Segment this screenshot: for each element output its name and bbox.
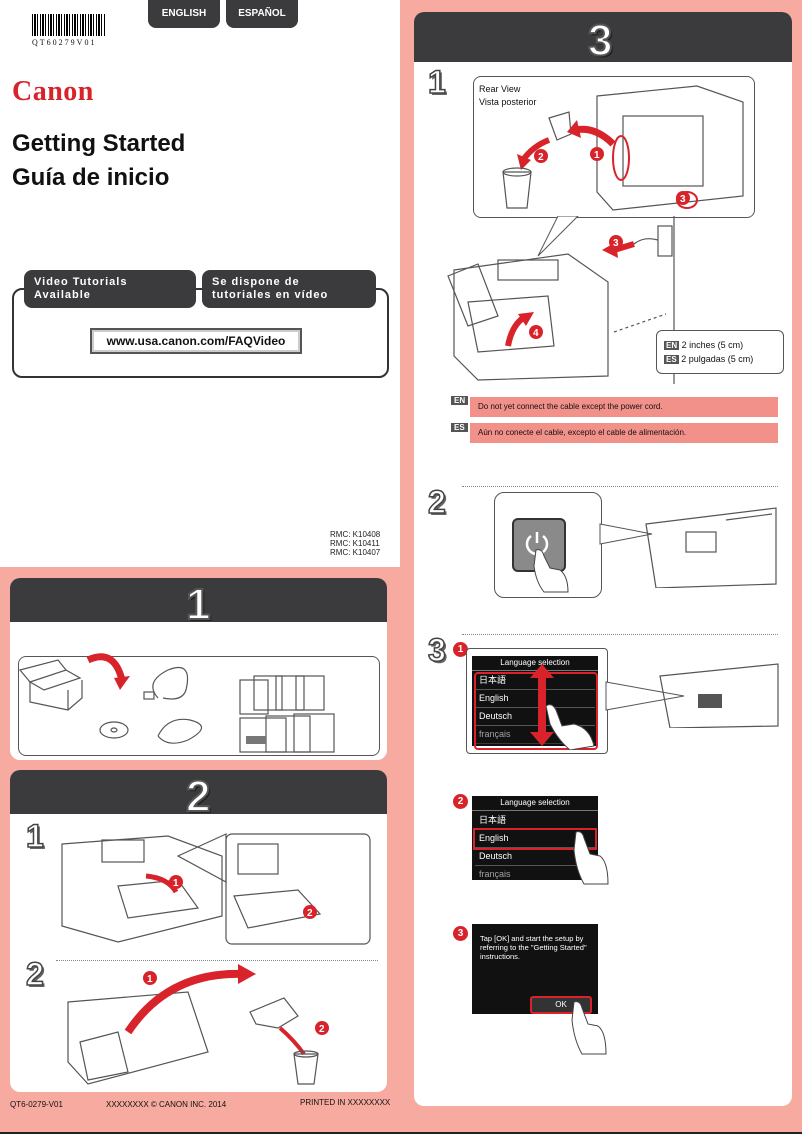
lang-tag-en: EN [664,341,680,350]
svg-text:3: 3 [613,238,619,249]
power-cord-icon [143,666,189,700]
finger-tap-icon [533,549,569,593]
section2-panel [10,770,387,1092]
svg-text:3: 3 [680,194,686,205]
section3-step-1: 1 [427,63,446,101]
lang-option-francais[interactable]: français [475,726,595,744]
printer-front-illustration: 4 3 [447,216,675,384]
lang-screen-1: Language selection 日本語 English Deutsch f… [472,656,598,746]
barcode [32,14,106,36]
divider [56,960,378,961]
svg-text:1: 1 [594,150,600,161]
contents-illustration [18,653,335,753]
section3-bar [414,12,792,62]
lang-option-english[interactable]: English [473,828,597,850]
svg-text:1: 1 [173,878,179,889]
tab-espanol[interactable]: ESPAÑOL [226,0,298,28]
divider [462,486,778,487]
ok-screen: Tap [OK] and start the setup by referrin… [472,924,598,1014]
section1-number: 1 [185,579,212,630]
rear-view-illustration: 1 2 3 [502,85,744,211]
note-en: Do not yet connect the cable except the … [470,397,778,417]
video-label-en [24,270,196,308]
svg-text:4: 4 [533,328,539,339]
distance-es-text: 2 pulgadas (5 cm) [681,354,754,364]
barcode-text: QT60279V01 [32,38,97,47]
substep-3-badge: 3 [453,926,468,941]
rear-view-label-en: Rear View [479,84,521,94]
svg-text:1: 1 [147,974,153,985]
section3-step-2: 2 [427,483,446,521]
lang-tag-es: ES [664,355,679,364]
divider [462,634,778,635]
distance-box [656,330,784,374]
lang-option-japanese[interactable]: 日本語 [475,812,595,830]
rmc-1: RMC: K10408 [330,530,381,539]
distance-en: EN 2 inches (5 cm) [664,340,743,350]
screen-title: Language selection [472,796,598,811]
distance-es: ES 2 pulgadas (5 cm) [664,354,753,364]
section2-step1-illustration: 1 2 [61,833,371,945]
section2-bar [10,770,387,814]
section1-bar [10,578,387,622]
title-es: Guía de inicio [12,164,170,191]
note-en-tag: EN [451,396,469,405]
lang-option-deutsch[interactable]: Deutsch [475,848,595,866]
substep-1-badge: 1 [453,642,468,657]
section2-number: 2 [185,771,212,822]
manuals-icon [239,713,335,753]
svg-text:2: 2 [538,152,544,163]
video-label-es [202,270,376,308]
lang-option-deutsch[interactable]: Deutsch [475,708,595,726]
section2-step-1: 1 [25,817,44,855]
section3-number: 3 [587,15,614,66]
note-es: Aún no conecte el cable, excepto el cabl… [470,423,778,443]
bottom-border [0,1132,802,1134]
contents-box [18,656,380,756]
svg-text:2: 2 [307,908,313,919]
rmc-2: RMC: K10411 [330,539,380,548]
video-label-en-text: Video Tutorials Available [34,276,128,301]
rear-view-label-es: Vista posterior [479,97,537,107]
ok-message: Tap [OK] and start the setup by referrin… [480,934,587,961]
box-icon [18,659,83,711]
rmc-3: RMC: K10407 [330,548,381,557]
step3-printer-illustration [605,663,779,728]
video-label-es-text: Se dispone de tutoriales en vídeo [212,276,329,301]
footer-copyright: XXXXXXXX © CANON INC. 2014 [106,1100,227,1109]
lang-option-english[interactable]: English [475,690,595,708]
substep-2-badge: 2 [453,794,468,809]
section2-step-2: 2 [25,955,44,993]
phone-cord-icon [157,718,203,744]
ink-cartridges-icon [239,675,325,715]
section2-step2-illustration: 1 2 [67,964,329,1085]
title-en: Getting Started [12,130,186,157]
cd-icon [99,721,129,739]
video-url[interactable]: www.usa.canon.com/FAQVideo [90,328,302,354]
rmc-codes: RMC: K10408 RMC: K10411 RMC: K10407 [330,530,380,557]
footer-printed: PRINTED IN XXXXXXXX [300,1098,391,1107]
canon-logo: Canon [12,76,94,107]
note-es-tag: ES [451,423,468,432]
footer-code: QT6-0279-V01 [10,1100,63,1109]
distance-en-text: 2 inches (5 cm) [681,340,744,350]
section3-step-3: 3 [427,631,446,669]
scroll-arrow-icon [530,664,554,746]
screen-title: Language selection [472,656,598,671]
lang-option-francais[interactable]: français [479,869,511,879]
finger-tap-icon [571,1001,607,1055]
step2-printer-illustration [599,507,777,588]
finger-tap-icon [573,831,609,885]
tab-english[interactable]: ENGLISH [148,0,220,28]
svg-text:2: 2 [319,1024,325,1035]
finger-tap-icon [545,704,595,750]
lang-option-japanese[interactable]: 日本語 [475,672,595,690]
